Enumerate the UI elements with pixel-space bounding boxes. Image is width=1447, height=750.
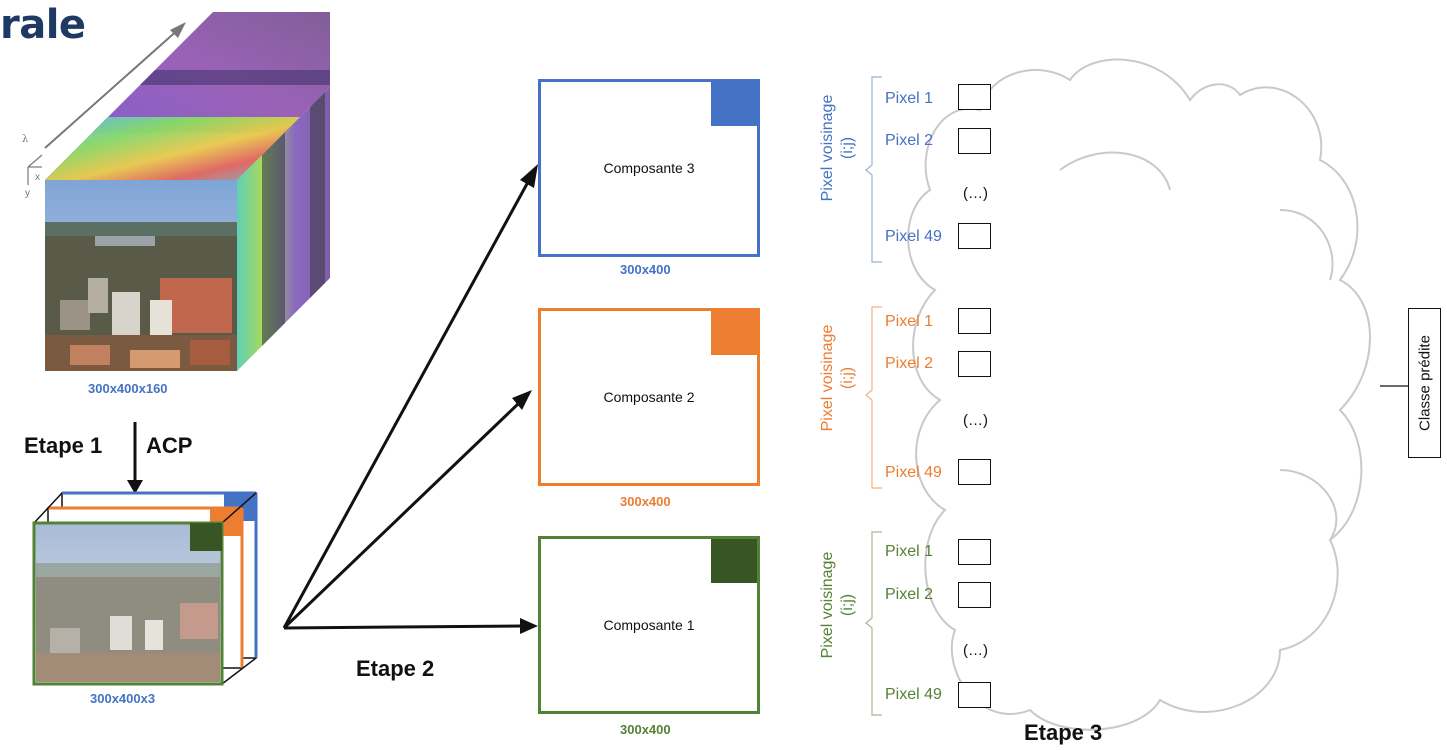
group-3-pixel-2-label: Pixel 2: [885, 586, 934, 603]
group-1-bracket: [865, 76, 882, 263]
page-title-fragment: rale: [0, 2, 86, 48]
group-3-title: Pixel voisinage(i;j): [819, 551, 856, 659]
network-diagram: [865, 58, 1408, 731]
group-1-title: Pixel voisinage(i;j): [819, 94, 856, 202]
arrow-icon: [520, 164, 538, 188]
x-axis-label: x: [35, 172, 40, 183]
group-2-pixel-49-label: Pixel 49: [885, 464, 942, 481]
component-2-dims: 300x400: [620, 494, 671, 509]
group-1-pixel-2-label: Pixel 2: [885, 132, 934, 149]
step1-method: ACP: [146, 433, 193, 458]
step3-label: Etape 3: [1024, 720, 1103, 745]
group-1-pixel-1-label: Pixel 1: [885, 90, 934, 107]
component-3-box: Composante 3: [538, 79, 760, 257]
component-1-box: Composante 1: [538, 536, 760, 714]
component-1-dims: 300x400: [620, 722, 671, 737]
step1-arrow-icon: [127, 422, 143, 494]
input-node: [958, 128, 991, 154]
component-1-label: Composante 1: [603, 617, 695, 633]
input-node: [958, 351, 991, 377]
input-node: [958, 459, 991, 485]
input-node: [958, 582, 991, 608]
group-3-pixel-49-label: Pixel 49: [885, 686, 942, 703]
component-2-label: Composante 2: [603, 389, 695, 405]
input-node: [958, 682, 991, 708]
hyperspectral-cube: λ x y: [22, 12, 330, 371]
component-3-dims: 300x400: [620, 262, 671, 277]
component-2-box: Composante 2: [538, 308, 760, 486]
y-axis-label: y: [25, 188, 30, 199]
arrow-icon: [512, 390, 532, 410]
neural-network-cloud-icon: [907, 58, 1371, 731]
component-2-corner: [711, 311, 757, 355]
step2-label: Etape 2: [356, 656, 435, 681]
reduced-cube-dims-label: 300x400x3: [90, 691, 156, 706]
group-1-ellipsis: (…): [963, 185, 988, 202]
input-node: [958, 308, 991, 334]
group-3-ellipsis: (…): [963, 642, 988, 659]
group-2-pixel-1-label: Pixel 1: [885, 313, 934, 330]
input-node: [958, 223, 991, 249]
step1-label: Etape 1: [24, 433, 103, 458]
input-node: [958, 84, 991, 110]
group-3-bracket: [865, 531, 882, 716]
component-1-corner: [711, 539, 757, 583]
reduced-cube: [32, 491, 258, 686]
group-2-pixel-2-label: Pixel 2: [885, 355, 934, 372]
group-2-bracket: [865, 306, 882, 489]
cube-dims-label: 300x400x160: [88, 381, 168, 396]
component-3-label: Composante 3: [603, 160, 695, 176]
arrow-icon: [520, 618, 538, 634]
input-node: [958, 539, 991, 565]
group-2-title: Pixel voisinage(i;j): [819, 324, 856, 432]
group-1-pixel-49-label: Pixel 49: [885, 228, 942, 245]
lambda-axis-label: λ: [22, 134, 29, 145]
group-3-pixel-1-label: Pixel 1: [885, 543, 934, 560]
output-class-label: Classe prédite: [1416, 335, 1433, 431]
group-2-ellipsis: (…): [963, 412, 988, 429]
output-class-box: Classe prédite: [1408, 308, 1441, 458]
component-3-corner: [711, 82, 757, 126]
step2-arrows: [282, 164, 538, 634]
